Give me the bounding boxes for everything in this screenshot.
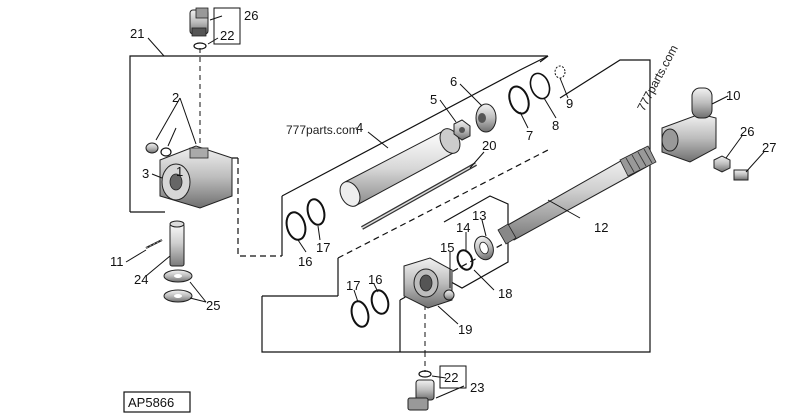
callout-24: 24	[134, 272, 148, 287]
barrel-backup-ring-lower	[350, 300, 370, 328]
callout-27: 27	[762, 140, 776, 155]
callout-22-bottom: 22	[444, 370, 458, 385]
callout-17-upper: 17	[316, 240, 330, 255]
callout-7: 7	[526, 128, 533, 143]
rod-seal-ring	[456, 249, 474, 271]
barrel-o-ring-upper	[285, 211, 307, 241]
top-seal-ring	[193, 42, 207, 50]
rod-end-eye	[661, 87, 717, 163]
callout-12: 12	[594, 220, 608, 235]
callout-11: 11	[110, 254, 124, 269]
watermark-right: 777parts.com	[634, 43, 680, 114]
piston	[475, 103, 497, 133]
callout-21: 21	[130, 26, 144, 41]
small-o-ring	[160, 147, 172, 157]
rod-gland	[403, 257, 453, 309]
callout-22-top: 22	[220, 28, 234, 43]
callout-9: 9	[566, 96, 573, 111]
callout-4: 4	[356, 120, 363, 135]
callout-13: 13	[472, 208, 486, 223]
pin-washers	[163, 269, 193, 303]
watermark-left: 777parts.com	[286, 123, 359, 137]
clevis-end-cap	[159, 145, 233, 209]
gland-screw	[443, 289, 455, 301]
callout-2: 2	[172, 90, 179, 105]
callout-1: 1	[176, 164, 183, 179]
callout-10: 10	[726, 88, 740, 103]
rod-wiper	[474, 235, 494, 261]
bottom-elbow-fitting	[407, 379, 435, 411]
callout-leaders	[125, 15, 765, 399]
piston-seal-ring	[508, 85, 530, 115]
cylinder-barrel	[339, 128, 461, 207]
figure-code: AP5866	[128, 395, 174, 410]
piston-rod	[497, 145, 657, 245]
callout-18: 18	[498, 286, 512, 301]
grease-fitting	[145, 142, 159, 154]
hex-nut	[453, 119, 471, 141]
callout-26-rod-end: 26	[740, 124, 754, 139]
figure-code-box: AP5866	[123, 391, 191, 413]
clevis-pin	[169, 220, 185, 267]
tie-rod	[361, 162, 477, 230]
top-elbow-fitting	[189, 7, 209, 37]
barrel-backup-ring-upper	[306, 198, 326, 226]
callout-labels: 1 2 3 4 5 6 7 8 9 10 11 12 13 14 15 16 1…	[110, 8, 776, 395]
wear-ring	[554, 65, 566, 79]
callout-6: 6	[450, 74, 457, 89]
callout-5: 5	[430, 92, 437, 107]
callout-16-lower: 16	[368, 272, 382, 287]
callout-3: 3	[142, 166, 149, 181]
callout-20: 20	[482, 138, 496, 153]
barrel-o-ring-lower	[370, 289, 390, 315]
callout-boxes	[213, 7, 467, 389]
callout-17-lower: 17	[346, 278, 360, 293]
centerline-leaders	[199, 48, 426, 372]
callout-15: 15	[440, 240, 454, 255]
rod-end-jam-nut	[713, 155, 731, 173]
callout-14: 14	[456, 220, 470, 235]
piston-backup-ring	[529, 72, 551, 100]
callout-25: 25	[206, 298, 220, 313]
callout-16-upper: 16	[298, 254, 312, 269]
rod-end-bolt	[733, 169, 749, 181]
callout-8: 8	[552, 118, 559, 133]
callout-19: 19	[458, 322, 472, 337]
bottom-seal-ring	[418, 370, 432, 378]
callout-23: 23	[470, 380, 484, 395]
cotter-pin	[145, 239, 163, 249]
callout-26-top: 26	[244, 8, 258, 23]
